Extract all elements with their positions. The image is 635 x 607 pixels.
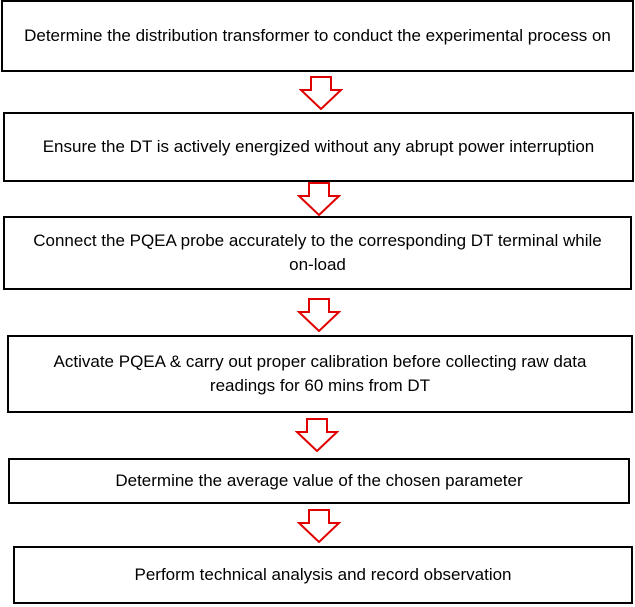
step-4-text: Activate PQEA & carry out proper calibra… [53,352,587,395]
step-2-text: Ensure the DT is actively energized with… [42,137,595,156]
down-arrow-icon [297,509,341,543]
step-6-box: Perform technical analysis and record ob… [13,546,633,604]
step-2-box: Ensure the DT is actively energized with… [3,112,634,182]
down-arrow-icon [295,418,339,452]
down-arrow-icon [297,182,341,216]
step-1-text: Determine the distribution transformer t… [24,26,611,45]
down-arrow-icon [297,298,341,332]
step-6-text: Perform technical analysis and record ob… [134,565,512,584]
step-5-text: Determine the average value of the chose… [115,471,523,490]
down-arrow-icon [299,76,343,110]
step-3-text: Connect the PQEA probe accurately to the… [33,231,602,274]
step-4-box: Activate PQEA & carry out proper calibra… [7,335,633,413]
step-1-box: Determine the distribution transformer t… [1,0,634,72]
step-3-box: Connect the PQEA probe accurately to the… [3,216,632,290]
step-5-box: Determine the average value of the chose… [8,458,630,504]
